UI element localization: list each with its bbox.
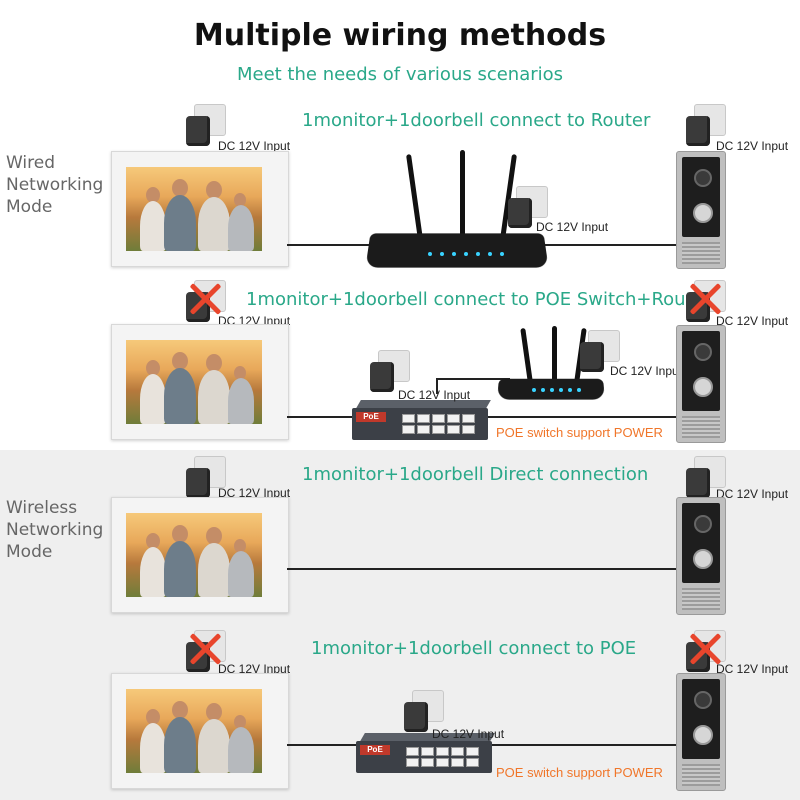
indoor-monitor <box>111 151 289 267</box>
cross-icon <box>688 282 722 316</box>
power-adapter-icon <box>186 104 226 148</box>
page-subtitle: Meet the needs of various scenarios <box>236 64 564 85</box>
dc-input-label: DC 12V Input <box>716 662 789 676</box>
call-button-icon <box>693 725 713 745</box>
outdoor-doorbell <box>676 673 726 791</box>
poe-switch-icon: PoE <box>352 400 491 440</box>
indoor-monitor <box>111 497 289 613</box>
power-adapter-icon <box>186 630 226 674</box>
section-4-caption: 1monitor+1doorbell connect to POE <box>311 638 637 659</box>
dc-input-label: DC 12V Input <box>218 486 291 500</box>
camera-icon <box>694 169 712 187</box>
network-cable <box>287 744 357 746</box>
poe-switch-icon: PoE <box>356 733 495 773</box>
cross-icon <box>188 632 222 666</box>
wireless-mode-label: Wireless Networking Mode <box>6 498 104 562</box>
dc-input-label: DC 12V Input <box>218 662 291 676</box>
router-icon <box>365 150 549 268</box>
camera-icon <box>694 515 712 533</box>
camera-icon <box>694 343 712 361</box>
call-button-icon <box>693 377 713 397</box>
indoor-monitor <box>111 324 289 440</box>
power-adapter-icon <box>686 280 726 324</box>
cross-icon <box>188 282 222 316</box>
poe-power-note: POE switch support POWER <box>496 425 663 440</box>
outdoor-doorbell <box>676 497 726 615</box>
network-cable <box>490 744 676 746</box>
page-title: Multiple wiring methods <box>193 18 607 53</box>
power-adapter-icon <box>508 186 548 230</box>
power-adapter-icon <box>580 330 620 374</box>
wired-mode-label: Wired Networking Mode <box>6 153 104 217</box>
dc-input-label: DC 12V Input <box>716 314 789 328</box>
router-icon <box>497 326 605 400</box>
power-adapter-icon <box>370 350 410 394</box>
network-cable <box>287 568 677 570</box>
monitor-screen <box>126 167 262 251</box>
network-cable <box>488 416 676 418</box>
switch-brand-label: PoE <box>360 745 390 755</box>
poe-power-note: POE switch support POWER <box>496 765 663 780</box>
power-adapter-icon <box>686 104 726 148</box>
switch-brand-label: PoE <box>356 412 386 422</box>
power-adapter-icon <box>686 456 726 500</box>
outdoor-doorbell <box>676 151 726 269</box>
section-2-caption: 1monitor+1doorbell connect to POE Switch… <box>246 289 712 310</box>
section-1-caption: 1monitor+1doorbell connect to Router <box>302 110 651 131</box>
dc-input-label: DC 12V Input <box>610 364 683 378</box>
call-button-icon <box>693 203 713 223</box>
network-cable <box>436 378 438 394</box>
dc-input-label: DC 12V Input <box>398 388 471 402</box>
call-button-icon <box>693 549 713 569</box>
power-adapter-icon <box>686 630 726 674</box>
power-adapter-icon <box>186 456 226 500</box>
network-cable <box>287 416 355 418</box>
dc-input-label: DC 12V Input <box>536 220 609 234</box>
outdoor-doorbell <box>676 325 726 443</box>
camera-icon <box>694 691 712 709</box>
section-3-caption: 1monitor+1doorbell Direct connection <box>302 464 649 485</box>
power-adapter-icon <box>186 280 226 324</box>
power-adapter-icon <box>404 690 444 734</box>
dc-input-label: DC 12V Input <box>716 139 789 153</box>
indoor-monitor <box>111 673 289 789</box>
dc-input-label: DC 12V Input <box>432 727 505 741</box>
cross-icon <box>688 632 722 666</box>
dc-input-label: DC 12V Input <box>716 487 789 501</box>
monitor-screen <box>126 340 262 424</box>
dc-input-label: DC 12V Input <box>218 139 291 153</box>
monitor-screen <box>126 513 262 597</box>
monitor-screen <box>126 689 262 773</box>
network-cable <box>436 378 510 380</box>
